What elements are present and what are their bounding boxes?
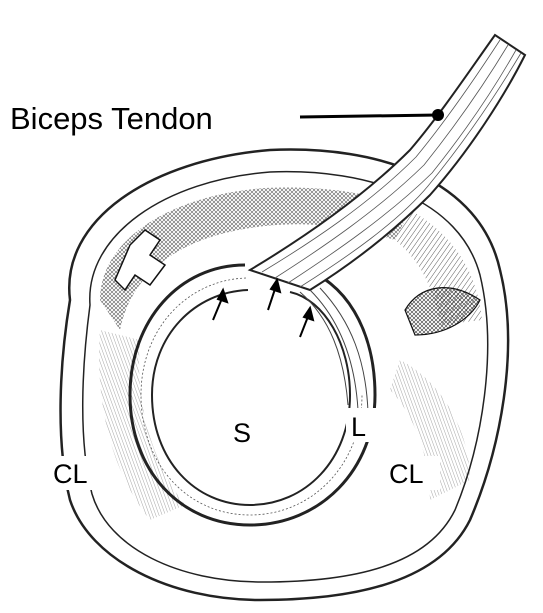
capsule-recess bbox=[405, 288, 480, 335]
svg-text:Biceps Tendon: Biceps Tendon bbox=[10, 101, 213, 136]
label-capsule-right: CL bbox=[384, 456, 440, 490]
arrow-2 bbox=[268, 280, 280, 310]
arrow-3 bbox=[300, 308, 313, 337]
svg-text:CL: CL bbox=[389, 459, 424, 489]
svg-text:L: L bbox=[351, 412, 366, 442]
svg-text:S: S bbox=[233, 418, 251, 448]
label-labrum: L bbox=[346, 408, 376, 442]
label-superior: S bbox=[233, 418, 251, 448]
lesion-arrows bbox=[213, 280, 313, 337]
tendon-leader bbox=[300, 109, 444, 121]
label-capsule-left: CL bbox=[48, 456, 104, 490]
arrow-1 bbox=[213, 290, 227, 320]
label-biceps-tendon: Biceps Tendon bbox=[4, 98, 274, 136]
svg-text:CL: CL bbox=[53, 459, 88, 489]
